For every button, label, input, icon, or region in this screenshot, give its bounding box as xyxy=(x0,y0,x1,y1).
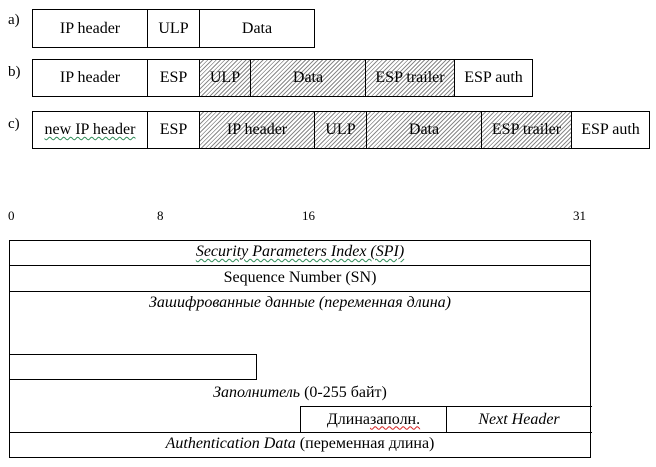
divider-1 xyxy=(10,265,590,266)
row-b-ip-header: IP header xyxy=(32,59,148,97)
padding-suffix: (0-255 байт) xyxy=(300,384,387,401)
row-b-esp: ESP xyxy=(147,59,200,97)
row-c-new-ip-header-text: new IP header xyxy=(44,121,136,138)
pad-length-prefix: Длина xyxy=(326,410,370,428)
row-b-esp-trailer: ESP trailer xyxy=(365,59,455,97)
row-b-ip-header-text: IP header xyxy=(59,69,121,86)
padding-prefix: Заполнитель xyxy=(213,384,301,401)
row-a-label: a) xyxy=(8,12,20,28)
row-c-ulp: ULP xyxy=(314,111,367,149)
pad-length-box: Длина заполн. xyxy=(300,406,447,433)
row-a-data-text: Data xyxy=(241,19,273,37)
encrypted-data-field: Зашифрованные данные (переменная длина) xyxy=(10,294,590,312)
row-a-ulp: ULP xyxy=(147,9,200,48)
row-b-data: Data xyxy=(250,59,366,97)
row-c-esp-auth-text: ESP auth xyxy=(581,121,640,138)
row-c-esp-auth: ESP auth xyxy=(571,111,650,149)
auth-prefix: Authentication Data xyxy=(165,435,296,452)
row-c-ip-header: IP header xyxy=(199,111,315,149)
row-b-esp-auth: ESP auth xyxy=(454,59,533,97)
divider-3 xyxy=(10,432,301,433)
esp-format-table: Security Parameters Index (SPI) Sequence… xyxy=(9,240,592,458)
next-header-field: Next Header xyxy=(446,406,592,433)
row-b-ulp: ULP xyxy=(199,59,251,97)
divider-2 xyxy=(10,291,590,292)
row-b-esp-text: ESP xyxy=(159,69,188,86)
row-c-new-ip-header: new IP header xyxy=(32,111,148,149)
sequence-number-field: Sequence Number (SN) xyxy=(10,269,590,287)
authentication-data-field: Authentication Data (переменная длина) xyxy=(10,435,590,453)
spi-text: Security Parameters Index (SPI) xyxy=(195,243,405,260)
bit-label-8: 8 xyxy=(157,208,164,223)
auth-suffix: (переменная длина) xyxy=(295,435,435,452)
row-c-data-text: Data xyxy=(408,121,440,138)
sn-text: Sequence Number (SN) xyxy=(223,269,377,286)
spi-field: Security Parameters Index (SPI) xyxy=(10,243,590,261)
row-b-esp-auth-text: ESP auth xyxy=(464,69,523,86)
bit-label-16: 16 xyxy=(302,208,315,223)
bit-label-31: 31 xyxy=(573,208,586,223)
row-c-label: c) xyxy=(8,116,20,132)
row-a-data: Data xyxy=(199,9,315,48)
row-b-ulp-text: ULP xyxy=(209,69,241,86)
row-b-data-text: Data xyxy=(292,69,324,86)
row-b-esp-trailer-text: ESP trailer xyxy=(375,69,445,86)
row-b-label: b) xyxy=(8,64,21,80)
row-c-data: Data xyxy=(366,111,482,149)
payload-end-box xyxy=(9,354,257,380)
bit-label-0: 0 xyxy=(8,208,15,223)
row-c-esp: ESP xyxy=(147,111,200,149)
row-c-esp-trailer-text: ESP trailer xyxy=(491,121,562,138)
pad-length-word: заполн. xyxy=(370,410,421,428)
row-c-esp-trailer: ESP trailer xyxy=(481,111,572,149)
row-a-ip-header-text: IP header xyxy=(59,19,121,37)
row-c-esp-text: ESP xyxy=(159,121,188,138)
row-c-ip-header-text: IP header xyxy=(226,121,288,138)
row-c-ulp-text: ULP xyxy=(325,121,356,138)
row-a-ulp-text: ULP xyxy=(158,19,189,37)
row-a-ip-header: IP header xyxy=(32,9,148,48)
padding-field: Заполнитель (0-255 байт) xyxy=(10,384,590,402)
next-header-text: Next Header xyxy=(478,410,560,428)
encrypted-text: Зашифрованные данные (переменная длина) xyxy=(148,294,451,311)
